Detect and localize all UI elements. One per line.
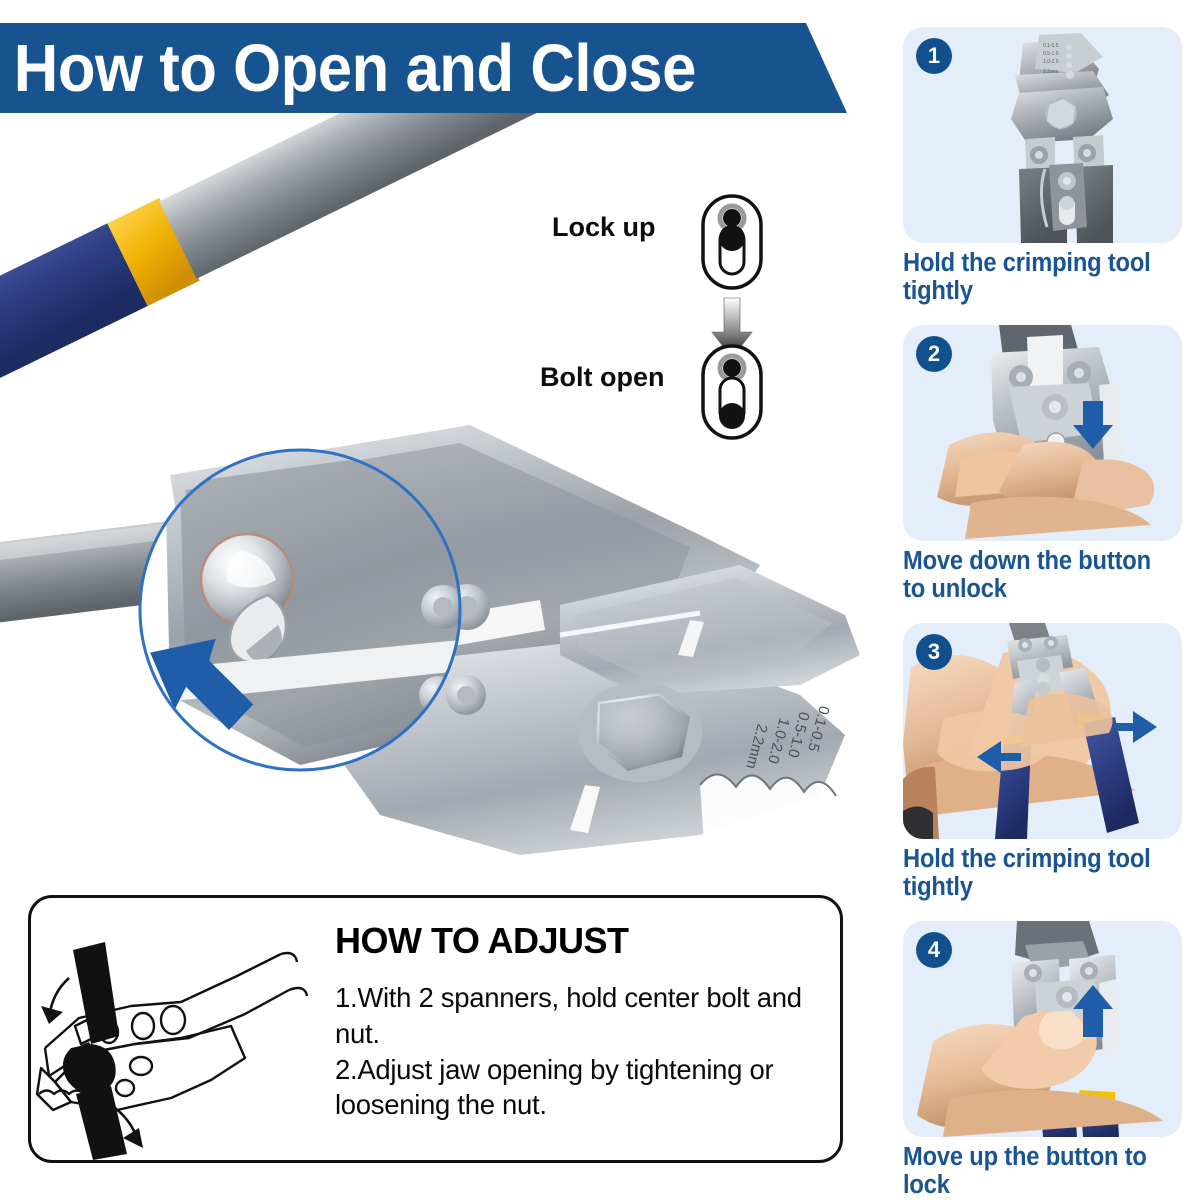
how-to-adjust-box: HOW TO ADJUST 1.With 2 spanners, hold ce…: [28, 895, 843, 1163]
adjust-step-2: 2.Adjust jaw opening by tightening or lo…: [335, 1053, 774, 1121]
lock-up-icon: [701, 194, 763, 290]
step-1: 1: [903, 27, 1185, 305]
adjust-text-block: HOW TO ADJUST 1.With 2 spanners, hold ce…: [331, 898, 840, 1160]
step-column: 1: [903, 27, 1185, 1198]
center-bolt-graphic: [578, 682, 702, 782]
adjust-title: HOW TO ADJUST: [335, 920, 629, 961]
page-title: How to Open and Close: [13, 30, 697, 106]
step-1-badge: 1: [916, 38, 952, 74]
step-3-caption: Hold the crimping tool tightly: [903, 845, 1151, 901]
up-arrow-icon: [1073, 985, 1113, 1037]
svg-text:0.1-0.5: 0.1-0.5: [1043, 43, 1059, 49]
step-4-caption: Move up the button to lock: [903, 1143, 1147, 1199]
bolt-open-icon: [701, 344, 763, 440]
hero-tool-photo: 0.1-0.5 0.5-1.0 1.0-2.0 2.2mm: [0, 95, 880, 885]
header-banner: How to Open and Close: [0, 23, 847, 113]
step-3-badge: 3: [916, 634, 952, 670]
rotation-arrow-icon: [41, 977, 143, 1148]
step-3: 3: [903, 623, 1185, 901]
step-2-caption: Move down the button to unlock: [903, 547, 1151, 603]
highlight-arrow-icon: [150, 638, 254, 730]
step-2-photo: 2: [903, 325, 1182, 541]
svg-text:2.2mm: 2.2mm: [1043, 69, 1058, 75]
step-1-caption: Hold the crimping tool tightly: [903, 249, 1151, 305]
adjust-step-1: 1.With 2 spanners, hold center bolt and …: [335, 982, 802, 1049]
adjust-illustration: [31, 898, 331, 1160]
step-4-photo: 4: [903, 921, 1182, 1137]
bolt-open-label: Bolt open: [540, 362, 665, 392]
down-arrow-icon: [1073, 401, 1113, 449]
step-1-photo: 1: [903, 27, 1182, 243]
spanner-icon: [62, 942, 127, 1160]
step-3-photo: 3: [903, 623, 1182, 839]
svg-text:1.0-2.0: 1.0-2.0: [1043, 59, 1059, 65]
step-2-badge: 2: [916, 336, 952, 372]
lock-bolt-diagram: Lock up Bolt open: [540, 190, 790, 440]
left-arrow-icon: [977, 741, 1021, 773]
lock-up-label: Lock up: [552, 212, 656, 242]
down-arrow-icon: [711, 297, 753, 359]
step-2: 2: [903, 325, 1185, 603]
step-4-badge: 4: [916, 932, 952, 968]
step-4: 4: [903, 921, 1185, 1199]
right-arrow-icon: [1115, 711, 1157, 743]
svg-text:0.5-1.0: 0.5-1.0: [1043, 51, 1059, 57]
